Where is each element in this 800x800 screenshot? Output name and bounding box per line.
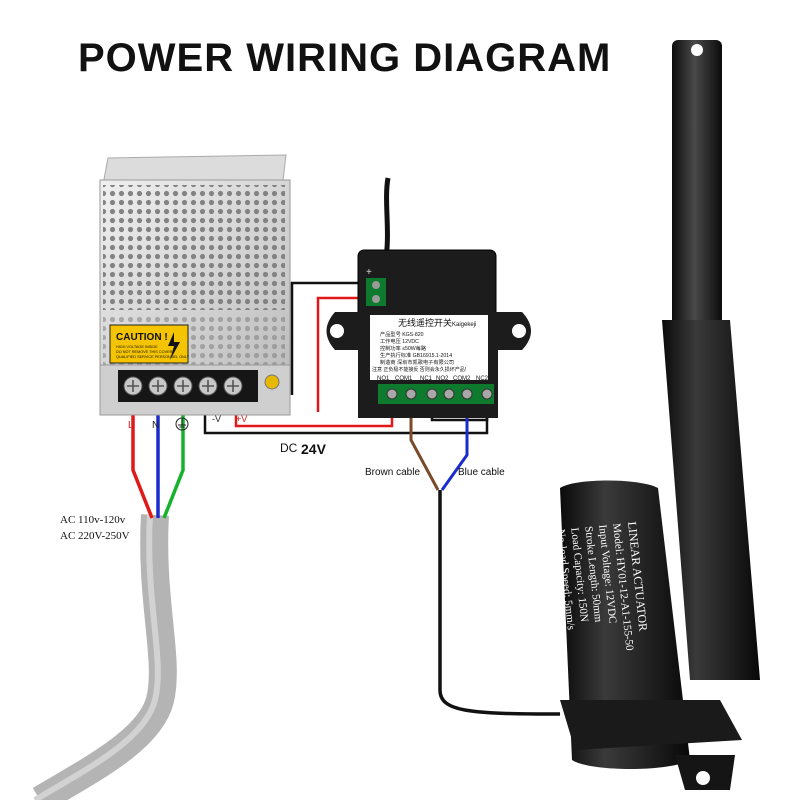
terminal-label: NO2: [436, 376, 449, 382]
output-terminal-screws: [386, 388, 493, 400]
terminal-label-pos: +V: [236, 414, 247, 424]
brown-cable-label: Brown cable: [365, 467, 420, 478]
spec-label: [370, 315, 488, 380]
high-voltage-icon: [168, 332, 180, 360]
voltage-adjust-knob: [264, 374, 280, 390]
caution-line-3: QUALIFIED SERVICE PERSONNEL ONLY: [116, 355, 190, 359]
controller-title: 无线遥控开关: [398, 317, 452, 328]
controller-spec-4: 生产执行标准 GB16915.1-2014: [380, 351, 452, 359]
diagram-title: POWER WIRING DIAGRAM: [78, 36, 612, 80]
plus-mark: +: [366, 267, 372, 278]
controller-power-negative-wire: [290, 281, 374, 395]
dc-label: DC: [280, 441, 298, 455]
terminal-label-n: N: [152, 420, 159, 431]
blue-cable-label: Blue cable: [458, 467, 505, 478]
controller-spec-3: 控制功率 ≤50W每路: [380, 344, 427, 352]
remote-control-switch: + - 无线遥控开关 Kaigekeji 产品型号 KGS-820 工作电压 1…: [326, 177, 531, 418]
terminal-label: NC1: [420, 376, 433, 382]
terminal-screws: [123, 376, 243, 396]
caution-line-2: DO NOT REMOVE THIS COVER: [116, 350, 173, 354]
dc-voltage-label: 24V: [301, 441, 327, 457]
ac-voltage-label-2: AC 220V-250V: [60, 530, 130, 542]
actuator-motor-housing: [560, 480, 690, 769]
output-terminal-labels: NO1 COM1 NC1 NO2 COM2 NC2: [377, 376, 489, 382]
power-supply: CAUTION ! HIGH VOLTAGE INSIDE DO NOT REM…: [99, 154, 291, 431]
terminal-label: NC2: [476, 376, 489, 382]
controller-spec-1: 产品型号 KGS-820: [380, 330, 424, 338]
blue-motor-wire: [440, 400, 469, 491]
terminal-label-l: L: [128, 420, 134, 431]
linear-actuator: LINEAR ACTUATOR Model: HY01-12-A1-155-50…: [540, 40, 760, 790]
caution-label: CAUTION !: [116, 332, 168, 343]
actuator-cable: [438, 490, 561, 716]
ground-icon: [175, 417, 189, 431]
controller-brand: Kaigekeji: [452, 322, 476, 328]
controller-spec-2: 工作电压 12VDC: [380, 337, 419, 345]
terminal-label: COM1: [395, 376, 413, 382]
ac-voltage-label-1: AC 110v-120v: [60, 514, 126, 526]
green-ground-wire: [162, 400, 185, 519]
terminal-label: NO1: [377, 376, 390, 382]
actuator-outer-tube: [662, 320, 760, 680]
ac-power-cable: [32, 514, 177, 800]
terminal-label-neg: -V: [212, 414, 221, 424]
actuator-rod: [672, 40, 722, 330]
controller-spec-5: 制造商 深圳市凯歌电子有限公司: [380, 358, 454, 366]
terminal-label: COM2: [453, 376, 471, 382]
red-line-wire: [131, 400, 154, 519]
controller-warning: 注意 正负极不能接反 否则会永久损坏产品!: [372, 366, 466, 373]
caution-line-1: HIGH VOLTAGE INSIDE: [116, 345, 158, 349]
antenna: [383, 177, 391, 259]
power-terminal: [366, 278, 386, 306]
controller-power-positive-wire: [316, 296, 374, 412]
